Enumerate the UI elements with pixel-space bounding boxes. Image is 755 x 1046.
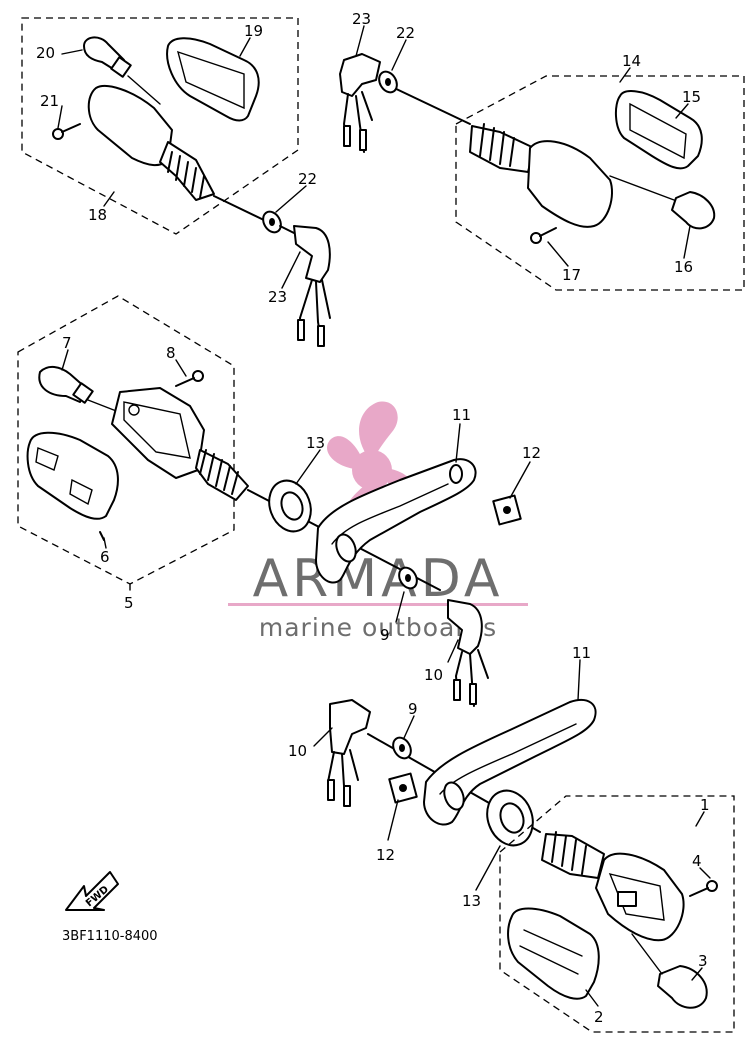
screw-4 [689, 880, 718, 897]
bulb-3 [657, 965, 708, 1009]
assembly-18-boundary [21, 17, 299, 235]
wire-connector-23-left [293, 225, 331, 347]
callout-19: 19 [244, 22, 263, 40]
callout-15: 15 [682, 88, 701, 106]
wire-connector-23-right [339, 53, 381, 153]
lens-15 [614, 90, 703, 170]
callout-3: 3 [698, 952, 708, 970]
assembly-5-rear-left-signal [17, 295, 249, 585]
callout-10-lower: 10 [288, 742, 307, 760]
nut-12-upper [492, 494, 522, 526]
callout-11-lower: 11 [572, 644, 591, 662]
callout-17: 17 [562, 266, 581, 284]
housing-1 [541, 831, 685, 942]
callout-14: 14 [622, 52, 641, 70]
lens-19 [166, 37, 260, 122]
callout-22-left: 22 [298, 170, 317, 188]
part-code: 3BF1110-8400 [62, 929, 158, 944]
assembly-5-boundary [17, 295, 235, 585]
housing-18 [87, 85, 215, 201]
callout-labels: 20 21 19 18 22 23 23 22 14 15 16 17 7 8 … [36, 10, 710, 1026]
callout-13-lower: 13 [462, 892, 481, 910]
callout-23-right: 23 [352, 10, 371, 28]
lens-6 [26, 431, 119, 541]
screw-8 [175, 370, 204, 387]
assembly-18-front-left-signal [21, 17, 299, 235]
leader-lines [57, 25, 711, 1007]
grommet-22-right [378, 70, 398, 94]
grommet-13-lower [486, 789, 534, 847]
grommet-9-lower [392, 736, 412, 760]
callout-13-upper: 13 [306, 434, 325, 452]
assembly-14-boundary [455, 75, 745, 291]
callout-5: 5 [124, 594, 134, 612]
callout-12-lower: 12 [376, 846, 395, 864]
wire-connector-10-upper [447, 599, 489, 707]
callout-7: 7 [62, 334, 72, 352]
housing-5 [111, 387, 249, 501]
callout-20: 20 [36, 44, 55, 62]
grommet-22-left [262, 210, 282, 234]
nut-12-lower [388, 772, 418, 804]
housing-14 [469, 123, 613, 228]
callout-6: 6 [100, 548, 110, 566]
assembly-14-front-right-signal [455, 75, 745, 291]
bulb-16 [671, 191, 716, 230]
callout-23-left: 23 [268, 288, 287, 306]
assembly-1-boundary [499, 795, 735, 1033]
callout-9-upper: 9 [380, 626, 390, 644]
callout-8: 8 [166, 344, 176, 362]
grommet-9-upper [398, 566, 418, 590]
forward-direction-arrow: FWD [65, 871, 119, 911]
wire-connector-10-lower [327, 699, 371, 807]
callout-22-right: 22 [396, 24, 415, 42]
bulb-20 [83, 36, 132, 78]
callout-12-upper: 12 [522, 444, 541, 462]
bracket-11-upper [315, 458, 477, 584]
watermark-divider [228, 603, 528, 606]
callout-1: 1 [700, 796, 710, 814]
assembly-1-rear-right-signal [499, 795, 735, 1033]
screw-21 [52, 123, 81, 140]
callout-21: 21 [40, 92, 59, 110]
bracket-11-lower [423, 699, 597, 826]
watermark-brand: ARMADA [253, 549, 504, 609]
grommet-13-upper [268, 479, 312, 533]
lens-2 [507, 907, 600, 1000]
screw-17 [530, 227, 557, 244]
callout-4: 4 [692, 852, 702, 870]
callout-10-upper: 10 [424, 666, 443, 684]
callout-16: 16 [674, 258, 693, 276]
callout-2: 2 [594, 1008, 604, 1026]
bulb-7 [38, 366, 94, 404]
callout-9-lower: 9 [408, 700, 418, 718]
callout-11-upper: 11 [452, 406, 471, 424]
callout-18: 18 [88, 206, 107, 224]
